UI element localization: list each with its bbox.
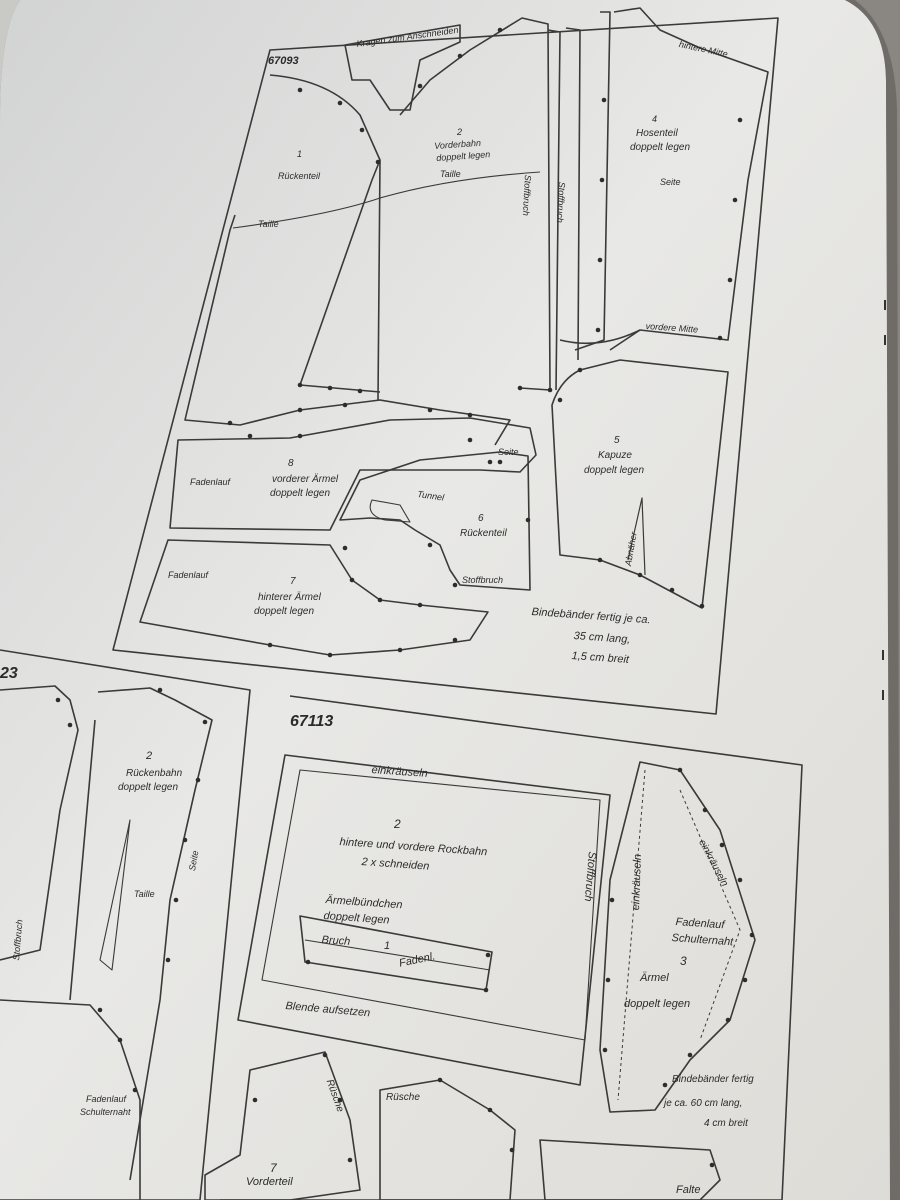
- piece-2-rockbahn: [237, 754, 611, 1086]
- label-p8-fadenlauf: Fadenlauf: [190, 477, 231, 487]
- label-p7-fold: doppelt legen: [254, 606, 315, 617]
- left-taille: Taille: [134, 889, 155, 899]
- label-p1-num: 1: [297, 149, 303, 159]
- label-p5-name: Kapuze: [598, 450, 632, 461]
- label-p8-num: 8: [288, 458, 294, 469]
- left-piece-1: [0, 685, 79, 961]
- label-p1-name: Rückenteil: [278, 171, 321, 181]
- frame-top-sheet: [112, 17, 779, 715]
- label-armel-note-2: je ca. 60 cm lang,: [664, 1098, 743, 1109]
- label-stoffbruch-a: Stoffbruch: [520, 174, 533, 217]
- label-taille-mid: Taille: [440, 169, 461, 179]
- label-p2-num: 2: [457, 127, 463, 137]
- label-p6-stoffbruch: Stoffbruch: [462, 575, 504, 585]
- label-taille-left: Taille: [258, 219, 279, 229]
- left-p2-fold: doppelt legen: [118, 782, 179, 793]
- piece-6-rueckenteil: [339, 451, 531, 591]
- label-p8-fold: doppelt legen: [270, 488, 331, 499]
- label-p4-num: 4: [652, 114, 658, 124]
- label-falte: Falte: [676, 1184, 701, 1196]
- frame-bottom-sheet: [220, 695, 803, 1200]
- left-p2-num: 2: [146, 750, 153, 762]
- label-rock-num: 2: [394, 817, 401, 831]
- label-p7-num: 7: [290, 576, 296, 587]
- label-p4-fold: doppelt legen: [630, 142, 691, 153]
- bottom-sheet-number: 67113: [290, 713, 334, 730]
- label-vorderteil-num: 7: [270, 1161, 277, 1175]
- label-p4-seite: Seite: [660, 177, 681, 187]
- left-fadenlauf: Fadenlauf: [86, 1094, 127, 1104]
- label-cuff-bruch: Bruch: [321, 934, 351, 948]
- label-p6-seite: Seite: [498, 447, 519, 457]
- piece-7-hinterer-armel: [139, 539, 489, 656]
- label-stoffbruch-b: Stoffbruch: [554, 181, 567, 224]
- label-ruesche-b: Rüsche: [386, 1092, 420, 1103]
- label-armel-fold: doppelt legen: [624, 998, 691, 1010]
- label-p5-num: 5: [614, 435, 620, 446]
- label-einkraeuseln-left: einkräuseln: [630, 853, 644, 911]
- frame-left-sheet: [0, 649, 251, 1200]
- piece-5-dart: [627, 497, 646, 576]
- label-armel-note-3: 4 cm breit: [704, 1118, 748, 1129]
- piece-7-vorderteil: [204, 1051, 361, 1200]
- left-schulternaht: Schulternaht: [80, 1107, 131, 1117]
- top-sheet-number: 67093: [268, 55, 299, 67]
- piece-collar: [344, 24, 461, 111]
- label-p6-num: 6: [478, 513, 484, 524]
- left-p2-name: Rückenbahn: [126, 768, 183, 779]
- label-p5-fold: doppelt legen: [584, 465, 645, 476]
- label-armel-note-1: Bindebänder fertig: [672, 1074, 754, 1085]
- left-sheet-number: 23: [0, 665, 18, 682]
- piece-8-vorderer-armel: [169, 417, 537, 531]
- label-armel-name: Ärmel: [640, 972, 669, 984]
- label-cuff-num: 1: [384, 940, 391, 952]
- piece-4-hosenteil: [609, 7, 769, 351]
- label-p6-name: Rückenteil: [460, 528, 507, 539]
- label-vorderteil-name: Vorderteil: [246, 1176, 293, 1188]
- label-armel-num: 3: [680, 954, 687, 968]
- piece-5-kapuze: [551, 359, 729, 609]
- label-p4-name: Hosenteil: [636, 128, 678, 139]
- piece-falte-area: [539, 1139, 721, 1200]
- label-p7-fadenlauf: Fadenlauf: [168, 570, 209, 580]
- label-p7-name: hinterer Ärmel: [258, 592, 321, 603]
- left-piece-2-rueckenbahn: [97, 687, 213, 1181]
- label-p8-name: vorderer Ärmel: [272, 474, 339, 485]
